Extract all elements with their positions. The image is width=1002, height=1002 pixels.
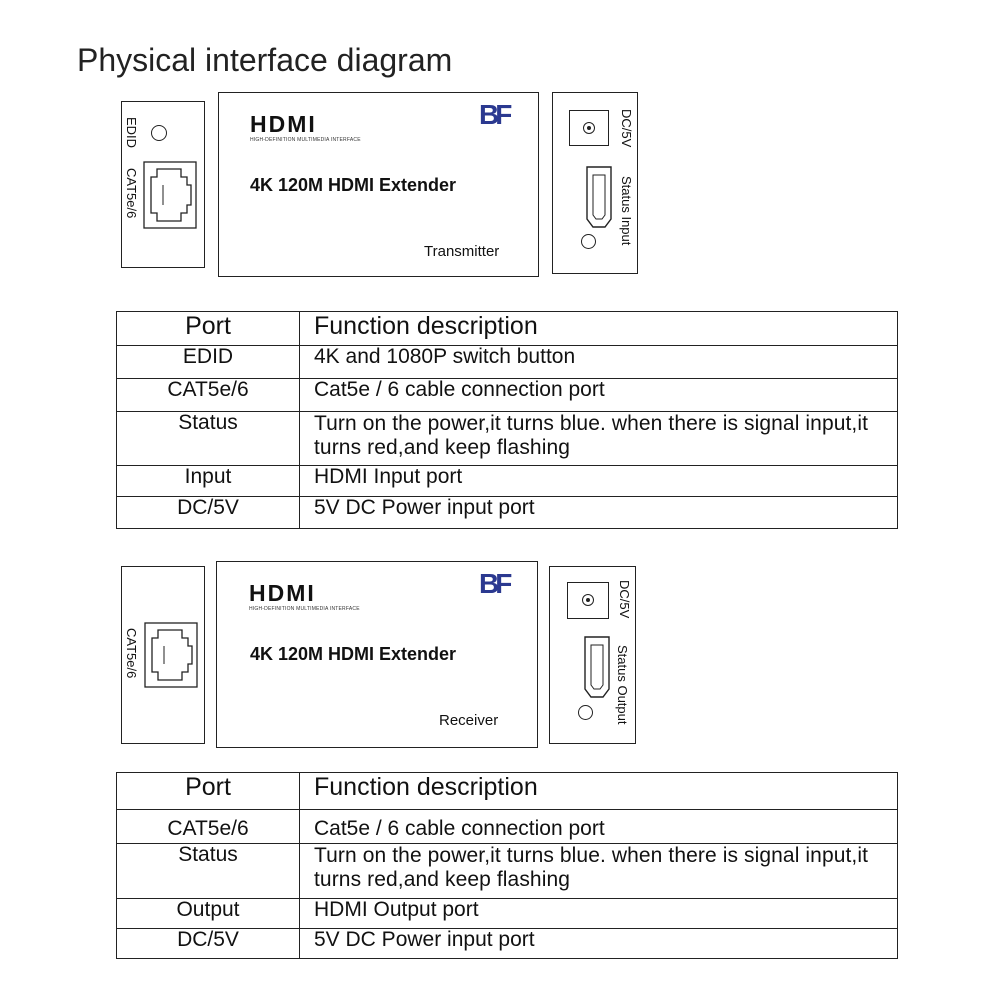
description-cell: Turn on the power,it turns blue. when th… [299,843,898,899]
rj45-port-icon [143,161,197,229]
port-cell: Status [116,843,300,899]
description-cell: HDMI Input port [299,465,898,497]
brand-logo: BF [479,568,512,599]
device-name: 4K 120M HDMI Extender [250,175,457,195]
port-cell: CAT5e/6 [116,378,300,412]
edid-label: EDID [124,117,139,149]
device-role: Transmitter [424,243,500,260]
dc-jack-icon [569,110,609,146]
description-cell: Turn on the power,it turns blue. when th… [299,411,898,466]
table-header-row: Port Function description [116,311,898,346]
receiver-port-table: Port Function description CAT5e/6 Cat5e … [116,772,898,959]
table-row: CAT5e/6 Cat5e / 6 cable connection port [116,809,898,844]
port-cell: Output [116,898,300,929]
port-cell: Status [116,411,300,466]
status-led-icon [578,705,593,720]
page-title: Physical interface diagram [77,42,453,78]
transmitter-front-panel [218,92,539,277]
device-role: Receiver [439,712,499,729]
description-cell: 4K and 1080P switch button [299,345,898,379]
rj45-port-icon [144,622,198,688]
receiver-front-panel [216,561,538,748]
table-row: Output HDMI Output port [116,898,898,929]
function-header: Function description [299,772,898,810]
edid-button-icon [151,125,167,141]
table-row: DC/5V 5V DC Power input port [116,496,898,529]
table-row: Status Turn on the power,it turns blue. … [116,411,898,466]
dc-jack-pin-icon [587,126,591,130]
dc-jack-hole-icon [582,594,594,606]
dc-jack-hole-icon [583,122,595,134]
port-header: Port [116,311,300,346]
dc-label: DC/5V [617,580,632,619]
cat-port-label: CAT5e/6 [124,168,139,219]
description-cell: 5V DC Power input port [299,496,898,529]
description-cell: 5V DC Power input port [299,928,898,959]
dc-label: DC/5V [619,109,634,148]
transmitter-port-table: Port Function description EDID 4K and 10… [116,311,898,529]
port-header: Port [116,772,300,810]
hdmi-port-icon [584,636,610,698]
status-input-label: Status Input [619,176,634,246]
table-row: Status Turn on the power,it turns blue. … [116,843,898,899]
table-row: DC/5V 5V DC Power input port [116,928,898,959]
table-row: Input HDMI Input port [116,465,898,497]
description-cell: Cat5e / 6 cable connection port [299,378,898,412]
port-cell: CAT5e/6 [116,809,300,844]
hdmi-logo: HDMI HIGH-DEFINITION MULTIMEDIA INTERFAC… [249,580,360,613]
status-output-label: Status Output [615,645,630,725]
brand-logo: BF [479,99,512,130]
device-name: 4K 120M HDMI Extender [250,644,457,664]
table-header-row: Port Function description [116,772,898,810]
hdmi-logo: HDMI HIGH-DEFINITION MULTIMEDIA INTERFAC… [250,111,361,144]
port-cell: EDID [116,345,300,379]
status-led-icon [581,234,596,249]
table-row: CAT5e/6 Cat5e / 6 cable connection port [116,378,898,412]
receiver-left-panel [121,566,205,744]
port-cell: DC/5V [116,928,300,959]
dc-jack-icon [567,582,609,619]
description-cell: Cat5e / 6 cable connection port [299,809,898,844]
port-cell: Input [116,465,300,497]
function-header: Function description [299,311,898,346]
table-row: EDID 4K and 1080P switch button [116,345,898,379]
cat-port-label: CAT5e/6 [124,628,139,679]
port-cell: DC/5V [116,496,300,529]
dc-jack-pin-icon [586,598,590,602]
hdmi-port-icon [586,166,612,228]
description-cell: HDMI Output port [299,898,898,929]
